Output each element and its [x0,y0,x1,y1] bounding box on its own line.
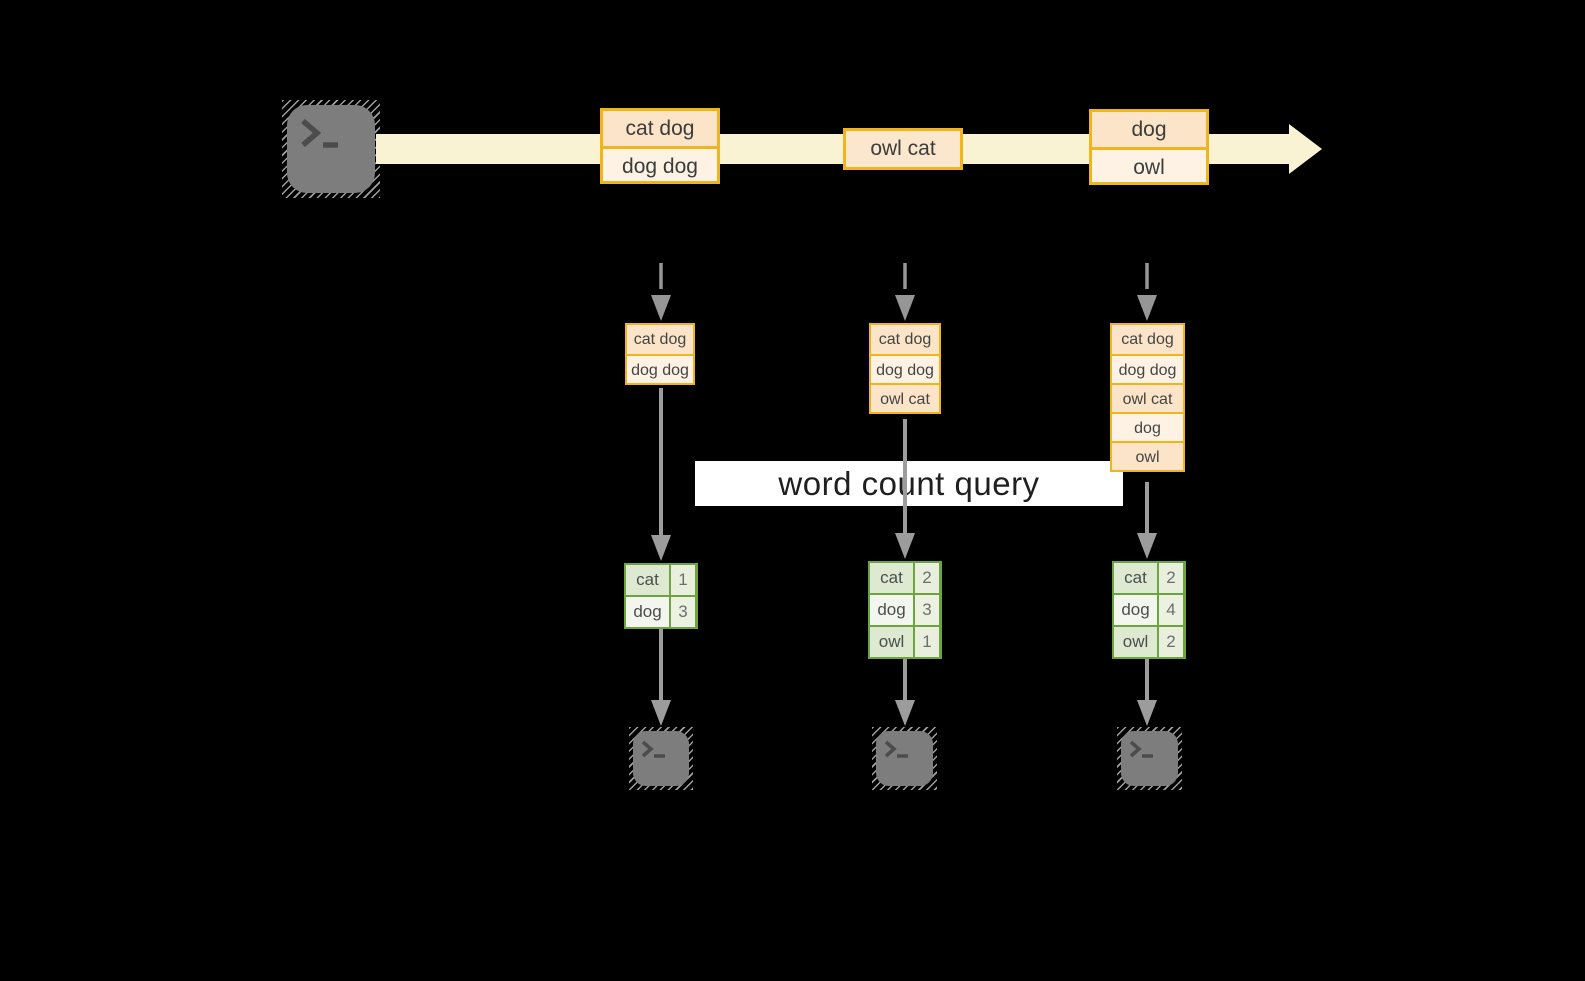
source-terminal-icon [282,100,380,198]
count-table-3: cat 2 dog 4 owl 2 [1112,561,1186,659]
count-value-cell: 2 [1159,563,1183,593]
count-value-cell: 2 [1159,627,1183,657]
terminal-prompt-icon [641,740,665,758]
ingest-arrowhead-2 [895,295,915,321]
buffer-cell: cat dog [1112,325,1183,354]
query-arrowhead-2 [895,533,915,559]
buffer-cell: cat dog [627,325,693,354]
buffer-cell: owl cat [1112,383,1183,412]
sink-terminal-icon-2 [872,727,937,790]
terminal-prompt-icon [884,740,908,758]
count-value-cell: 2 [915,563,939,593]
count-table-1: cat 1 dog 3 [624,563,698,629]
event-text: dog dog [603,146,717,181]
count-word-cell: dog [870,595,913,625]
event-text: cat dog [603,111,717,146]
sink-terminal-icon-1 [629,727,693,790]
count-value-cell: 3 [671,597,695,627]
event-text: dog [1092,112,1206,147]
event-buffer-1: cat dog dog dog [625,323,695,385]
event-text: owl [1092,147,1206,182]
terminal-icon [287,105,375,193]
stream-event-1: cat dog dog dog [600,108,720,184]
ingest-arrowhead-1 [651,295,671,321]
query-label: word count query [778,464,1040,502]
buffer-cell: owl cat [871,383,939,412]
query-arrowhead-1 [651,535,671,561]
stream-event-2: owl cat [843,128,963,170]
event-buffer-3: cat dog dog dog owl cat dog owl [1110,323,1185,472]
event-text: owl cat [846,131,960,167]
output-arrowhead-2 [895,700,915,726]
terminal-icon [1121,731,1178,786]
count-value-cell: 1 [671,565,695,595]
count-value-cell: 3 [915,595,939,625]
terminal-icon [876,731,933,786]
output-arrowhead-1 [651,700,671,726]
count-value-cell: 1 [915,627,939,657]
count-word-cell: cat [626,565,669,595]
buffer-cell: dog [1112,412,1183,441]
query-label-band: word count query [695,461,1123,506]
count-table-2: cat 2 dog 3 owl 1 [868,561,942,659]
count-word-cell: owl [870,627,913,657]
stream-event-3: dog owl [1089,109,1209,185]
count-word-cell: owl [1114,627,1157,657]
buffer-cell: cat dog [871,325,939,354]
query-arrowhead-3 [1137,533,1157,559]
buffer-cell: dog dog [1112,354,1183,383]
ingest-arrowhead-3 [1137,295,1157,321]
stream-arrowhead-icon [1289,124,1322,174]
buffer-cell: dog dog [871,354,939,383]
terminal-icon [633,731,689,786]
count-word-cell: cat [1114,563,1157,593]
terminal-prompt-icon [1129,740,1153,758]
count-value-cell: 4 [1159,595,1183,625]
event-buffer-2: cat dog dog dog owl cat [869,323,941,414]
count-word-cell: cat [870,563,913,593]
terminal-prompt-icon [301,118,338,148]
buffer-cell: owl [1112,441,1183,470]
count-word-cell: dog [626,597,669,627]
sink-terminal-icon-3 [1117,727,1182,790]
count-word-cell: dog [1114,595,1157,625]
output-arrowhead-3 [1137,700,1157,726]
buffer-cell: dog dog [627,354,693,383]
